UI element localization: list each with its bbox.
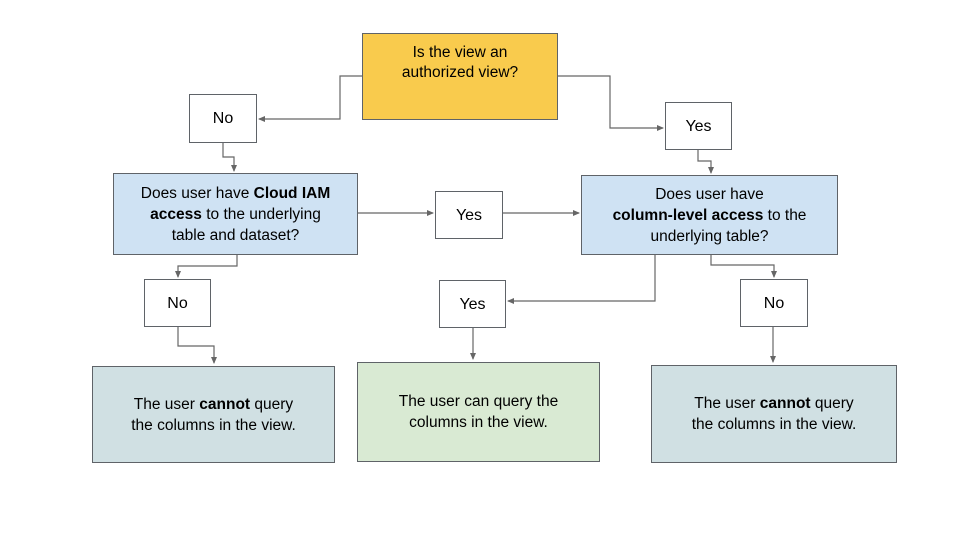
branch-label-yes-top: Yes — [665, 102, 732, 150]
connector-yes-to-column-question — [697, 150, 714, 174]
branch-label-no-left: No — [144, 279, 211, 327]
connector-authorized-to-no — [258, 75, 362, 122]
branch-label-yes-mid: Yes — [435, 191, 503, 239]
connector-no-left-to-result — [177, 327, 217, 364]
branch-label-no-right: No — [740, 279, 808, 327]
connector-no-to-iam-question — [222, 143, 237, 172]
branch-label-no-top: No — [189, 94, 257, 143]
connector-iam-to-no-left — [175, 255, 238, 278]
connector-column-to-no-right — [710, 255, 777, 278]
connector-column-to-yes-bottom — [507, 255, 656, 304]
branch-label-yes-bottom: Yes — [439, 280, 506, 328]
connector-authorized-to-yes — [558, 75, 664, 131]
